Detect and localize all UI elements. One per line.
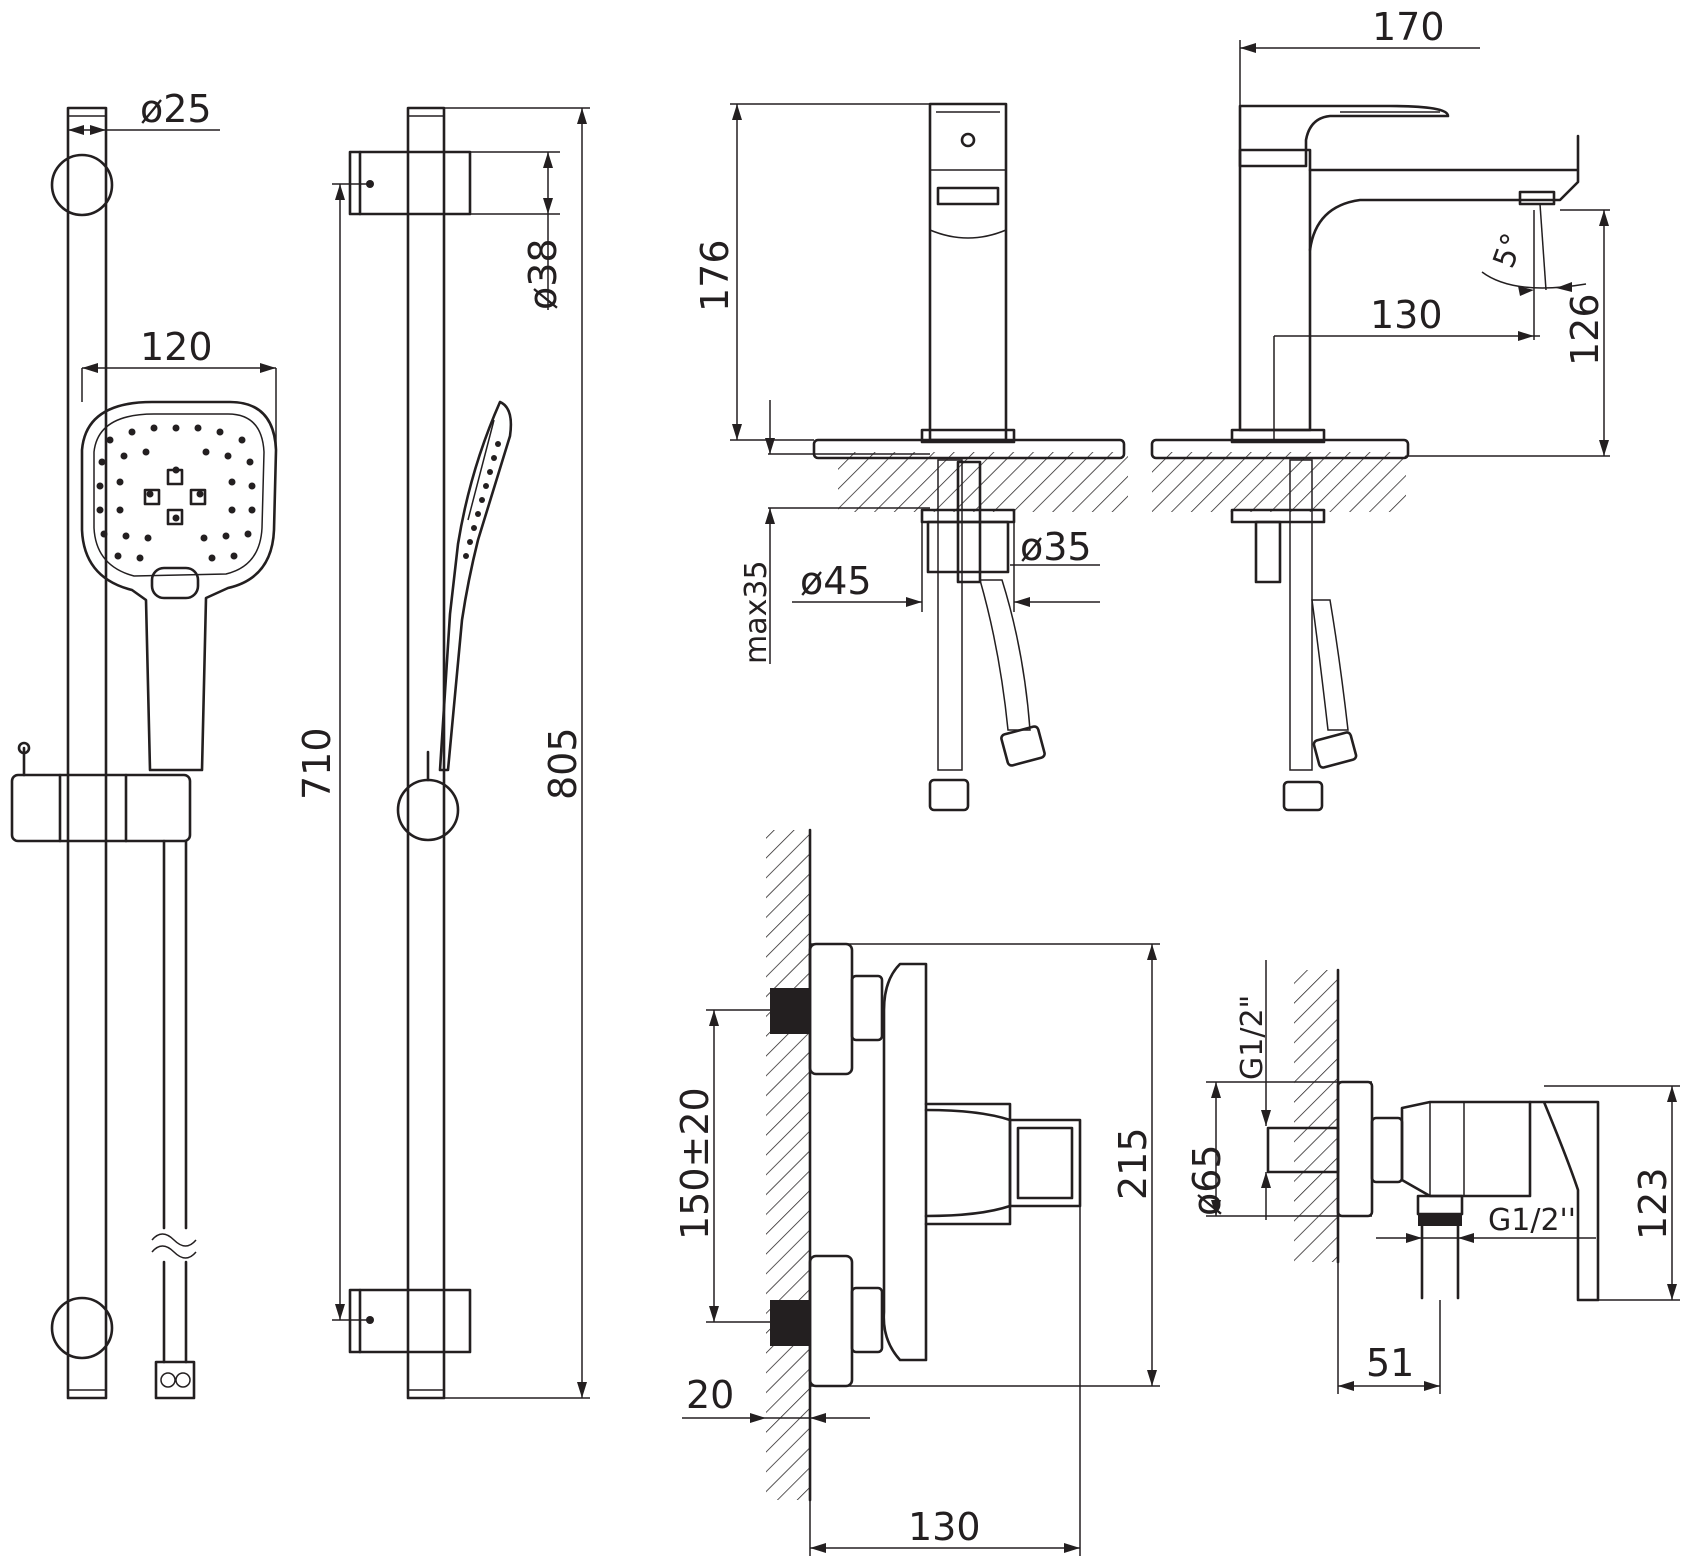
dim-label: 215 — [1111, 1127, 1155, 1200]
dim-label: 176 — [693, 239, 737, 312]
dim-hand-shower-width: 120 — [81, 325, 277, 450]
dim-label: 130 — [1370, 293, 1443, 337]
dim-label: ø35 — [1020, 525, 1092, 569]
dim-label: 710 — [295, 727, 339, 800]
dim-label: G1/2'' — [1488, 1203, 1576, 1238]
dim-deck-hole: ø35 — [1010, 520, 1100, 612]
dim-label: ø65 — [1185, 1144, 1229, 1216]
dim-label: 150±20 — [673, 1087, 717, 1240]
slide-rail-side-view — [348, 106, 513, 1400]
shower-mixer-front-view — [766, 828, 1082, 1502]
shower-mixer-side-view — [1266, 968, 1600, 1302]
dim-inlet-spacing: 150±20 — [673, 1009, 770, 1323]
dim-bracket-spacing: 710 — [295, 183, 368, 1321]
dim-label: 126 — [1563, 293, 1607, 366]
spray-nozzles — [96, 424, 256, 562]
dim-label: 170 — [1372, 5, 1445, 49]
side-nozzles — [463, 441, 501, 559]
dim-spout-reach: 130 — [1273, 210, 1540, 440]
dim-label: 120 — [140, 325, 213, 369]
dim-outlet-offset: 51 — [1337, 1262, 1441, 1394]
basin-mixer-front-view — [812, 102, 1128, 812]
dim-rosette-diameter: ø65 — [1185, 1081, 1372, 1217]
basin-mixer-side-view — [1150, 104, 1580, 812]
dim-spout-height: 126 — [1408, 209, 1610, 457]
dim-base-diameter: ø45 — [792, 520, 923, 612]
dim-label: max35 — [739, 560, 774, 664]
dim-label: 51 — [1366, 1341, 1414, 1385]
dim-wall-gap: 20 — [682, 1373, 870, 1423]
slide-rail-front-view — [10, 106, 278, 1400]
dim-side-height: 123 — [1544, 1085, 1680, 1301]
dim-inlet-thread: G1/2" — [1235, 960, 1271, 1220]
dim-basin-depth: 170 — [1239, 5, 1480, 106]
dim-label: G1/2" — [1235, 995, 1270, 1080]
dim-shower-projection: 130 — [809, 1206, 1081, 1556]
dim-shower-height: 215 — [810, 943, 1160, 1387]
dim-label: 5° — [1487, 229, 1532, 273]
dim-rail-length: 805 — [444, 107, 590, 1399]
dim-outlet-thread: G1/2'' — [1376, 1203, 1596, 1243]
dim-rail-diameter: ø25 — [68, 87, 220, 135]
dim-max-deck: max35 — [739, 400, 930, 664]
dim-holder-diameter: ø38 — [470, 151, 565, 310]
dim-label: 20 — [686, 1373, 734, 1417]
dim-label: ø45 — [800, 559, 872, 603]
dim-basin-height: 176 — [693, 103, 930, 441]
dim-label: ø25 — [140, 87, 212, 131]
dim-label: 123 — [1631, 1167, 1675, 1240]
dim-label: ø38 — [521, 238, 565, 310]
dim-label: 805 — [541, 727, 585, 800]
dim-label: 130 — [908, 1505, 981, 1549]
